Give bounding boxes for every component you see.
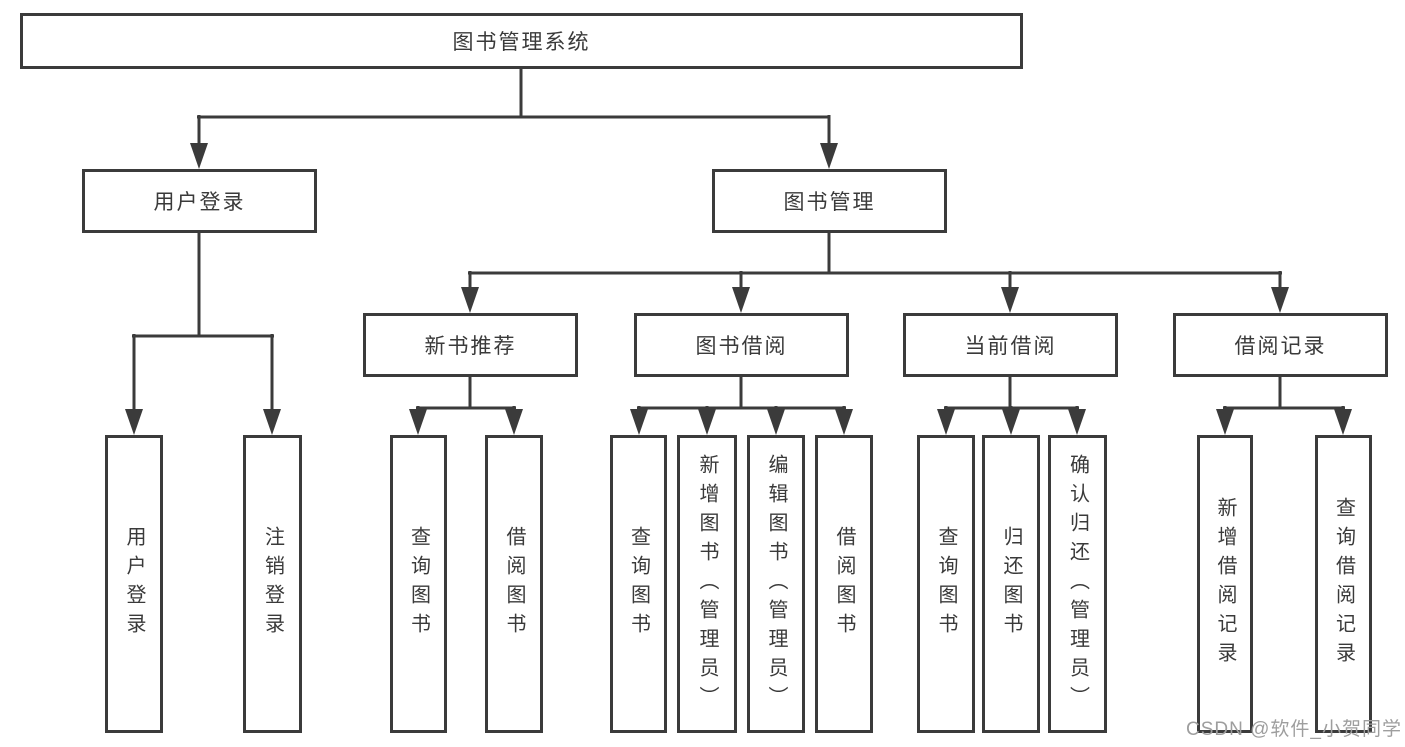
leaf-user-login: 用户登录	[105, 435, 163, 733]
leaf-label: 新增图书（管理员）	[696, 453, 718, 715]
leaf-label: 查询借阅记录	[1332, 497, 1355, 671]
leaf-label: 查询图书	[935, 526, 957, 642]
leaf-add-borrow-record: 新增借阅记录	[1197, 435, 1253, 733]
leaf-query-book-recommend: 查询图书	[390, 435, 447, 733]
leaf-label: 新增借阅记录	[1214, 497, 1236, 671]
leaf-label: 借阅图书	[833, 526, 855, 642]
leaf-label: 查询图书	[407, 526, 430, 642]
node-label: 借阅记录	[1234, 335, 1327, 358]
node-label: 用户登录	[153, 191, 246, 214]
leaf-confirm-return-admin: 确认归还（管理员）	[1048, 435, 1107, 733]
node-current-borrow: 当前借阅	[903, 313, 1118, 377]
leaf-label: 确认归还（管理员）	[1066, 453, 1089, 715]
leaf-query-borrow-record: 查询借阅记录	[1315, 435, 1372, 733]
leaf-label: 借阅图书	[503, 526, 525, 642]
node-label: 图书管理系统	[452, 31, 591, 54]
csdn-watermark: CSDN @软件_小贺同学	[1186, 719, 1402, 740]
leaf-label: 编辑图书（管理员）	[765, 453, 787, 715]
node-user-login: 用户登录	[82, 169, 317, 233]
node-borrow-records: 借阅记录	[1173, 313, 1388, 377]
node-label: 当前借阅	[964, 335, 1057, 358]
node-label: 图书管理	[783, 191, 876, 214]
node-label: 图书借阅	[695, 335, 788, 358]
node-library-management-system: 图书管理系统	[20, 13, 1023, 69]
leaf-label: 注销登录	[261, 526, 284, 642]
leaf-logout: 注销登录	[243, 435, 302, 733]
leaf-borrow-book-recommend: 借阅图书	[485, 435, 543, 733]
node-label: 新书推荐	[424, 335, 517, 358]
node-new-book-recommend: 新书推荐	[363, 313, 578, 377]
leaf-borrow-book: 借阅图书	[815, 435, 873, 733]
leaf-return-book: 归还图书	[982, 435, 1040, 733]
leaf-add-book-admin: 新增图书（管理员）	[677, 435, 737, 733]
leaf-label: 查询图书	[627, 526, 650, 642]
node-book-management: 图书管理	[712, 169, 947, 233]
leaf-edit-book-admin: 编辑图书（管理员）	[747, 435, 805, 733]
leaf-query-book-borrow: 查询图书	[610, 435, 667, 733]
leaf-label: 用户登录	[123, 526, 145, 642]
leaf-label: 归还图书	[1000, 526, 1022, 642]
node-book-borrow: 图书借阅	[634, 313, 849, 377]
leaf-query-book-current: 查询图书	[917, 435, 975, 733]
